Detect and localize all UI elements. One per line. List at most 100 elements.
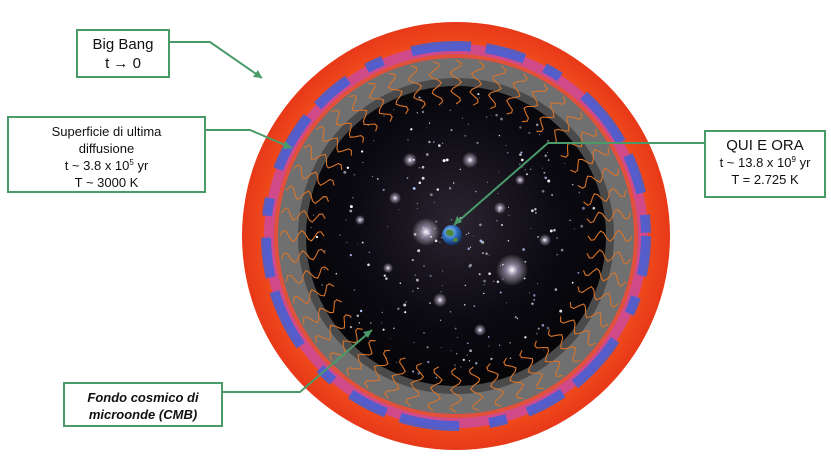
star (454, 327, 457, 330)
star (418, 167, 421, 169)
star (509, 357, 512, 359)
star (560, 248, 564, 252)
leader-last-scattering (206, 129, 293, 149)
star (383, 274, 386, 277)
star (404, 311, 407, 314)
star (369, 322, 372, 324)
star (312, 214, 315, 216)
here-now-time-exp: 9 (791, 155, 796, 164)
star (376, 178, 379, 180)
photon-wave (583, 187, 627, 206)
galaxy (403, 153, 417, 167)
star (485, 252, 488, 256)
star (411, 259, 414, 262)
star (571, 183, 574, 186)
star (499, 291, 502, 294)
star (483, 292, 485, 295)
last-scattering-title-1: Superficie di ultima (51, 124, 162, 139)
star (439, 319, 442, 321)
photon-wave (303, 144, 343, 171)
star (542, 167, 544, 169)
cmb-line-1: Fondo cosmico di (87, 390, 199, 405)
photon-wave (521, 83, 548, 123)
photon-wave (316, 125, 352, 156)
star (349, 325, 353, 329)
star (470, 246, 472, 248)
star (475, 190, 477, 193)
star (350, 316, 352, 318)
star (352, 197, 354, 199)
big-bang-title: Big Bang (92, 36, 154, 53)
star (421, 165, 425, 169)
star (356, 314, 360, 318)
star (543, 349, 545, 351)
star (528, 131, 531, 134)
galaxy (474, 324, 486, 336)
photon-wave (582, 267, 627, 287)
star (488, 254, 490, 256)
photon-wave (281, 207, 326, 223)
star (498, 134, 501, 137)
star (413, 342, 415, 344)
star (522, 248, 525, 251)
star (488, 272, 491, 276)
star (382, 188, 385, 191)
star (476, 141, 479, 145)
star (367, 263, 370, 267)
galaxy (383, 263, 393, 273)
photon-wave (560, 128, 597, 158)
star (383, 115, 385, 117)
star (528, 292, 531, 294)
star (467, 247, 471, 250)
star (535, 123, 539, 127)
photon-wave (285, 185, 330, 205)
star (472, 235, 474, 237)
star (360, 150, 364, 153)
photon-wave (549, 111, 583, 145)
here-now-time-prefix: t ~ 13.8 x 10 (719, 155, 792, 170)
star (477, 93, 480, 96)
photon-wave (345, 340, 376, 376)
star (533, 294, 536, 297)
star (416, 208, 418, 210)
star (410, 128, 413, 131)
photon-wave (468, 366, 484, 412)
star (564, 163, 566, 164)
star (521, 167, 523, 169)
star (573, 228, 575, 230)
star (361, 241, 364, 244)
star (397, 307, 400, 310)
star (412, 370, 415, 373)
star (531, 302, 534, 305)
photon-wave (536, 96, 567, 132)
star (349, 253, 353, 257)
star (582, 206, 585, 210)
star (399, 282, 402, 284)
big-bang-label: Big Bang t → 0 (76, 29, 170, 78)
star (362, 161, 364, 164)
star (531, 209, 534, 213)
star (483, 284, 485, 286)
photon-wave (503, 357, 525, 400)
photon-wave (405, 362, 425, 407)
photon-wave (587, 229, 633, 243)
star (381, 311, 383, 314)
star (516, 317, 519, 320)
leader-lines (170, 41, 704, 393)
star (406, 177, 409, 179)
star (403, 303, 407, 307)
star (519, 153, 522, 156)
star (387, 226, 389, 228)
star (423, 265, 425, 267)
star (449, 109, 451, 111)
star (450, 219, 453, 221)
star (466, 354, 468, 356)
star (526, 173, 528, 176)
star (518, 163, 521, 166)
star (358, 322, 360, 324)
star (346, 166, 350, 169)
star (536, 332, 538, 335)
star (368, 251, 371, 254)
star (549, 229, 553, 233)
